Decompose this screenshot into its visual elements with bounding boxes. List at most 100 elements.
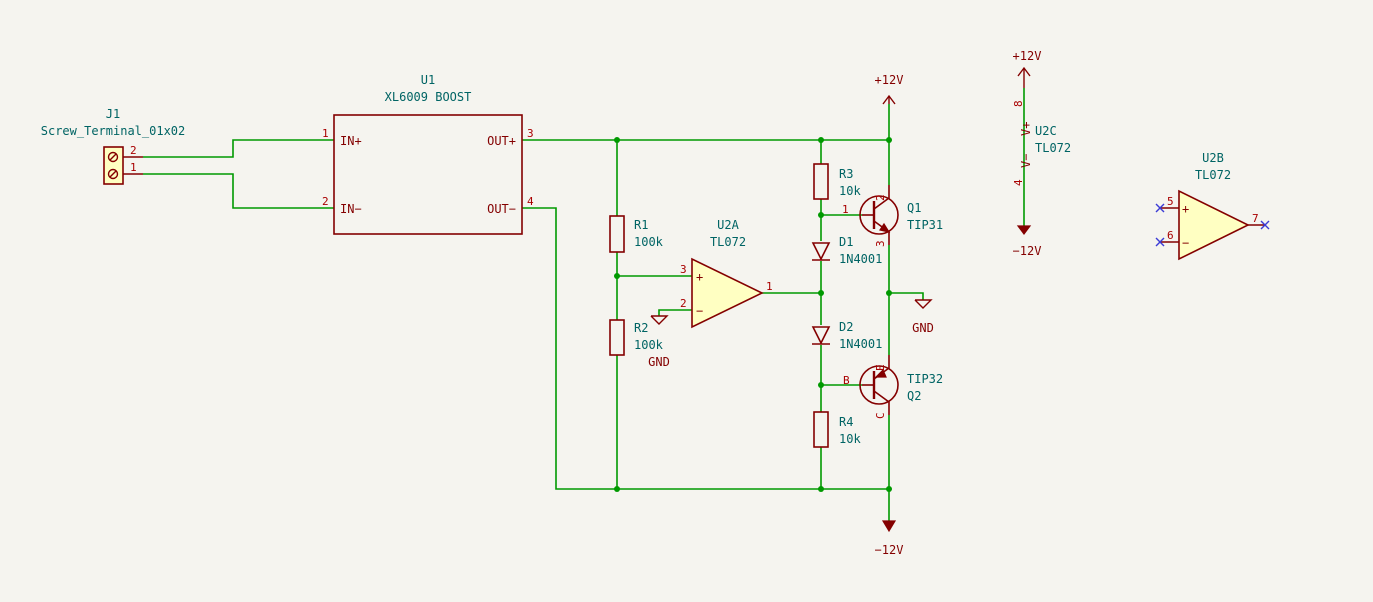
power-plus12-top[interactable]: +12V [875,73,904,105]
r1-value: 100k [634,235,664,249]
gnd-main-label: GND [912,321,934,335]
r1-body [609,215,625,253]
u1-pin-in-minus-label: IN− [340,202,362,216]
u2b-ref: U2B [1202,151,1224,165]
q2-ref: Q2 [907,389,921,403]
diode-d1[interactable]: D1 1N4001 [811,235,882,266]
wires [143,88,1025,521]
power-minus12-bottom[interactable]: −12V [875,520,904,557]
u1-value: XL6009 BOOST [385,90,472,104]
connector-j1[interactable]: J1 Screw_Terminal_01x02 2 1 [41,107,186,185]
q1-value: TIP31 [907,218,943,232]
q1-emitter-arrow-icon [879,222,891,233]
transistor-q1[interactable]: 1 2 3 Q1 TIP31 [842,185,943,247]
u1-pin2-number: 2 [322,195,329,208]
resistor-r3[interactable]: R3 10k [813,163,861,200]
r2-body [609,319,625,356]
q2-collector-lead [873,390,890,415]
junction-dot [818,212,824,218]
transistor-q2[interactable]: B E C TIP32 Q2 [843,355,943,419]
module-u1[interactable]: U1 XL6009 BOOST IN+ IN− OUT+ OUT− 1 2 3 … [322,73,534,235]
resistor-r2[interactable]: R2 100k [609,319,664,356]
no-connect-icon [1260,220,1270,230]
diode-d2[interactable]: D2 1N4001 [811,320,882,351]
junction-dot [886,137,892,143]
q2-emitter-arrow-icon [874,368,887,378]
junction-dot [818,290,824,296]
u1-pin1-number: 1 [322,127,329,140]
minus12-bottom-label: −12V [875,543,904,557]
u1-pin3-number: 3 [527,127,534,140]
junctions [614,137,892,492]
u1-ref: U1 [421,73,435,87]
q1-pin2-number: 2 [874,194,887,201]
wire-output-to-gnd[interactable] [889,292,924,300]
d2-triangle-icon [811,326,831,345]
j1-value: Screw_Terminal_01x02 [41,124,186,138]
u1-body [333,114,523,235]
u2c-plus12-label: +12V [1013,49,1042,63]
r3-value: 10k [839,184,861,198]
minus12-arrow-icon [881,520,897,533]
j1-pin1-number: 1 [130,161,137,174]
plus12-top-label: +12V [875,73,904,87]
wire-out-minus-rail[interactable] [522,207,889,490]
junction-dot [818,486,824,492]
r2-value: 100k [634,338,664,352]
u2a-plus-sign: + [696,270,703,284]
u2b-minus-sign: − [1182,236,1189,250]
u2a-pin3-number: 3 [680,263,687,276]
d1-ref: D1 [839,235,853,249]
u2a-value: TL072 [710,235,746,249]
u2a-minus-sign: − [696,304,703,318]
junction-dot [614,137,620,143]
q1-ref: Q1 [907,201,921,215]
wire-j1-pin2-to-in-plus[interactable] [143,139,334,158]
r4-ref: R4 [839,415,853,429]
resistor-r4[interactable]: R4 10k [813,411,861,448]
u2c-minus12-label: −12V [1013,244,1042,258]
u2c-pin4-number: 4 [1012,179,1025,186]
u2b-pin6-number: 6 [1167,229,1174,242]
r2-ref: R2 [634,321,648,335]
r4-value: 10k [839,432,861,446]
j1-ref: J1 [106,107,120,121]
gnd-opamp-icon [650,315,669,325]
u2b-pin7-number: 7 [1252,212,1259,225]
power-gnd-main[interactable]: GND [912,299,934,335]
u2a-triangle [691,257,764,329]
u2a-pin1-number: 1 [766,280,773,293]
j1-screw-icon [107,168,119,180]
q1-pin1-number: 1 [842,203,849,216]
no-connect-icon [1155,237,1165,247]
wire-j1-pin1-to-in-minus[interactable] [143,173,334,209]
d1-value: 1N4001 [839,252,882,266]
d1-triangle-icon [811,242,831,261]
resistor-r1[interactable]: R1 100k [609,215,664,253]
r3-body [813,163,829,200]
opamp-u2b[interactable]: U2B TL072 + − 5 6 7 [1155,151,1270,261]
u2c-minus12-arrow-icon [1016,225,1032,235]
r1-ref: R1 [634,218,648,232]
junction-dot [886,290,892,296]
r4-body [813,411,829,448]
u1-pin-in-plus-label: IN+ [340,134,362,148]
opamp-u2c-power-unit[interactable]: +12V −12V 8 V+ V− 4 U2C TL072 [1012,49,1071,258]
j1-screw-icon [107,151,119,163]
u2c-ref: U2C [1035,124,1057,138]
opamp-u2a[interactable]: U2A TL072 + − 3 2 1 [680,218,773,329]
gnd-opamp-label: GND [648,355,670,369]
q2-pin-e-label: E [874,364,887,371]
u1-pin-out-minus-label: OUT− [487,202,516,216]
j1-screw-slot [109,170,117,178]
junction-dot [886,486,892,492]
power-gnd-opamp[interactable]: GND [648,315,670,369]
q2-pin-c-label: C [874,412,887,419]
u2c-value: TL072 [1035,141,1071,155]
q2-pin-b-label: B [843,374,850,387]
q1-collector-lead [873,185,890,210]
q1-body [859,195,899,235]
wire-minus-to-gnd[interactable] [658,309,692,316]
q1-pin3-number: 3 [874,240,887,247]
